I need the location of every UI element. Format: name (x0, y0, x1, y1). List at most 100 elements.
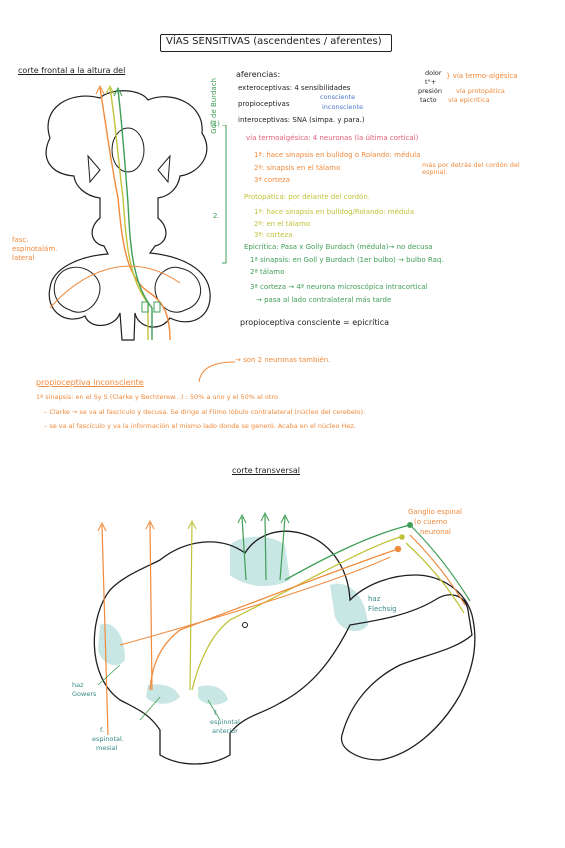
tacto-mas: t°+ (425, 78, 437, 86)
ventricle-left (87, 154, 101, 184)
region-ventral-right (198, 685, 228, 705)
ganglio-label-3: neuronal (420, 528, 451, 536)
arrowhead-1 (97, 521, 107, 532)
termoalgesica-step3: 3ª corteza (254, 176, 291, 184)
epicritica-step4: → pasa al lado contralateral más tarde (256, 296, 392, 304)
neuron-marker-2 (153, 301, 161, 313)
pathway-lime (109, 87, 149, 340)
goll-mark-2: 2. (213, 212, 220, 220)
fiber-peripheral-2 (411, 526, 471, 602)
arrow-up-1 (95, 84, 105, 95)
frontal-cut-label: corte frontal a la altura del (18, 66, 126, 75)
fasciculo-label-3: lateral (12, 254, 35, 262)
fiber-orange-2 (119, 556, 391, 646)
propioceptiva-inconsciente-line3: – se va al fascículo y va la información… (44, 422, 356, 430)
frontal-diagram (45, 84, 211, 341)
arrowhead-2 (145, 519, 155, 530)
brain-outline (45, 90, 211, 341)
transverse-cut-label: corte transversal (232, 466, 300, 475)
termoalgesica-note: más por detrás del cordón del espinal. (422, 161, 520, 177)
termoalgesica-step2: 2ª: sinapsis en el tálamo (254, 164, 341, 172)
via-termoalgesica-label: } vía termo-algésica (446, 72, 518, 80)
goll-mark-1: (1) (210, 120, 220, 128)
fasc-anterior-2: espinotal. (210, 718, 242, 726)
fiber-peripheral-3 (405, 542, 465, 614)
protopatica-step3: 3ª: corteza (254, 231, 293, 239)
dolor: dolor (425, 69, 442, 77)
termoalgesica-heading: vía termoalgésica: 4 neuronas (la última… (246, 134, 419, 142)
page-title: VÍAS SENSITIVAS (ascendentes / aferentes… (166, 36, 382, 47)
propioceptiva-inconsciente-line2: – Clarke → se va al fascículo y decusa. … (44, 408, 366, 416)
haz-flechsig-2: Flechsig (368, 605, 397, 613)
neuron-marker-1 (141, 301, 149, 313)
leader-mesial (139, 696, 161, 721)
fasc-mesial-3: mesial (96, 744, 118, 752)
aferencias-heading: aferencias: (236, 70, 281, 79)
protopatica-step2: 2ª: en el tálamo (254, 220, 311, 228)
interoceptivas: interoceptivas: SNA (simpa. y para.) (238, 116, 365, 124)
presion: presión (418, 87, 442, 95)
tract-green-up-3 (279, 516, 286, 581)
epicritica-step2: 2ª tálamo (250, 268, 285, 276)
ganglion-dot-green (407, 522, 413, 528)
solo-neuronas-arrow (198, 361, 236, 383)
tract-green-up-1 (241, 516, 247, 581)
ganglio-label-1: Ganglio espinal (408, 508, 463, 516)
haz-gowers-1: haz (72, 681, 84, 689)
fasc-mesial-2: espinotal. (92, 735, 124, 743)
arrowhead-5 (260, 511, 270, 522)
fasciculo-label-2: espinotalám. (12, 245, 58, 253)
ganglio-label-2: (o cuerno (414, 518, 448, 526)
fiber-orange (149, 548, 399, 691)
epicritica-heading: Epicrítica: Pasa x Golly Burdach (médula… (244, 243, 433, 251)
fasciculo-label-1: fasc. (12, 236, 29, 244)
via-protopatica-label: vía protopática (456, 87, 505, 95)
protopatica-heading: Protopática: por delante del cordón. (244, 193, 370, 201)
haz-gowers-2: Gowers (72, 690, 97, 698)
fiber-green (284, 524, 411, 581)
fiber-peripheral (409, 534, 466, 606)
pathway-orange-branch (49, 265, 181, 309)
pathway-orange (99, 87, 171, 341)
arrowhead-4 (237, 513, 247, 524)
title-frame (160, 34, 392, 52)
propioceptivas: propioceptivas (238, 100, 290, 108)
protopatica-step1: 1ª: hace sinapsis en bulldog/Rolando: mé… (254, 208, 414, 216)
goll-bracket (222, 125, 227, 264)
haz-flechsig-1: haz (368, 595, 381, 603)
fasc-anterior-1: f. (214, 709, 218, 717)
tract-green-up-2 (264, 514, 267, 581)
arrow-up-2 (105, 84, 115, 95)
solo-neuronas: → son 2 neuronas también. (235, 356, 331, 364)
termoalgesica-step1: 1ª: hace sinapsis en bulldog o Rolando: … (254, 151, 421, 159)
transverse-diagram (93, 511, 476, 765)
ventricle-right (157, 154, 171, 184)
epicritica-step3: 3ª corteza → 4ª neurona microscópica int… (250, 283, 428, 291)
consciente: consciente (320, 93, 356, 101)
brainstem-oval (111, 127, 145, 173)
spinal-cord-outline (93, 530, 476, 765)
ganglion-dot-orange (394, 545, 402, 553)
arrowhead-3 (187, 519, 197, 530)
fasc-anterior-3: anterior (212, 727, 238, 735)
propioceptiva-consciente: propioceptiva consciente = epicrítica (240, 318, 390, 327)
region-lateral-right (330, 583, 368, 632)
epicritica-step1: 1ª sinapsis: en Goll y Burdach (1er bulb… (250, 256, 444, 264)
fasc-mesial-1: f. (100, 726, 104, 734)
propioceptiva-inconsciente-heading: propioceptiva inconsciente (36, 378, 144, 387)
fiber-lime (191, 536, 401, 691)
arrowhead-6 (280, 513, 290, 524)
via-epicritica-label: vía epicrítica (448, 96, 490, 104)
central-canal (242, 622, 248, 628)
leader-anterior (207, 699, 221, 721)
exteroceptivas: exteroceptivas: 4 sensibilidades (238, 84, 351, 92)
leader-gowers (97, 664, 121, 686)
tract-lime-up (189, 522, 193, 691)
arrow-up-3 (113, 86, 123, 97)
tract-orange-up-2 (149, 522, 153, 691)
ganglion-dot-lime (399, 534, 405, 540)
tract-orange-up-1 (101, 524, 109, 736)
inconsciente: inconsciente (322, 103, 364, 111)
region-ventral-left (146, 684, 180, 704)
